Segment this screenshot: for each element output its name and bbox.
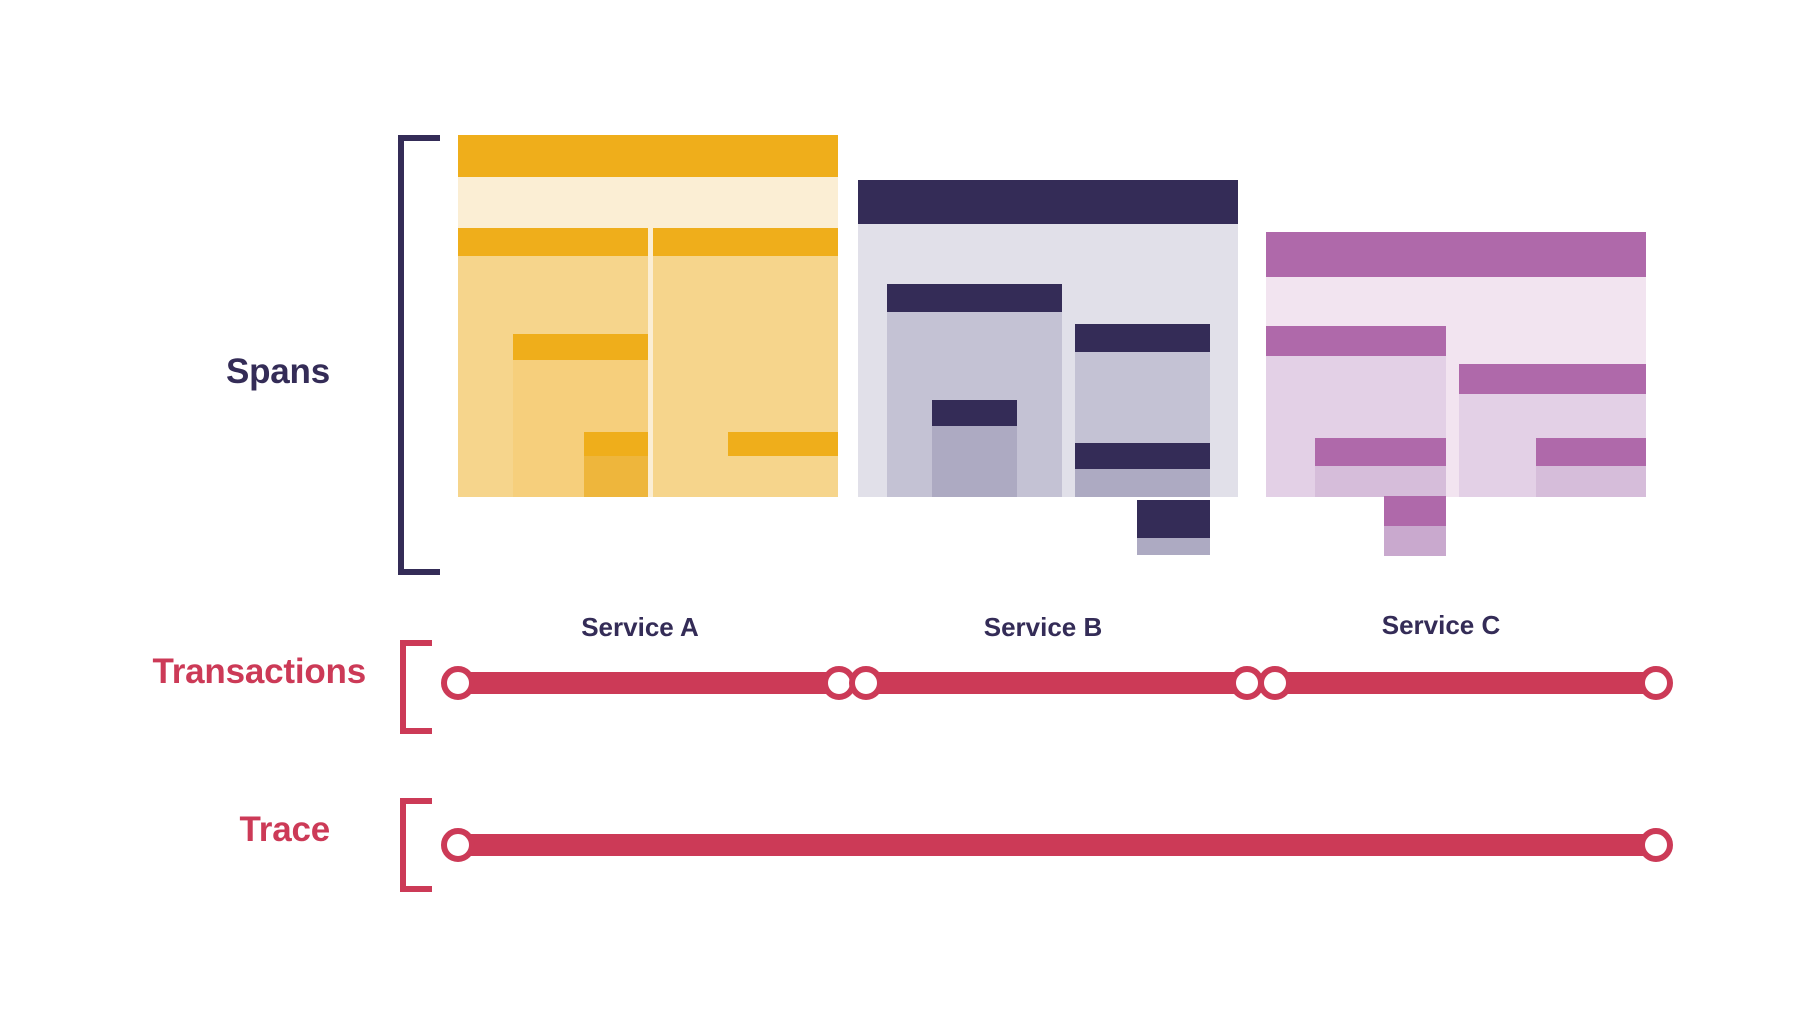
- service-label-service-a: Service A: [581, 612, 699, 642]
- span-head-a-gchild-2: [584, 432, 648, 456]
- span-head-b-gchild-3: [1137, 500, 1210, 538]
- trace-row-label: Trace: [239, 810, 331, 849]
- span-a-gchild-2[interactable]: [584, 432, 648, 497]
- trace-dot-1-end[interactable]: [1639, 828, 1673, 862]
- span-head-b-child-2: [1075, 324, 1210, 352]
- span-head-a-child-2: [653, 228, 838, 256]
- span-c-gchild-2[interactable]: [1384, 496, 1446, 556]
- service-label-service-c: Service C: [1381, 610, 1501, 640]
- span-c-gchild-3[interactable]: [1536, 438, 1646, 497]
- spans-bracket: [398, 135, 440, 575]
- transactions-row-label: Transactions: [152, 652, 366, 691]
- transactions-bracket: [400, 640, 432, 734]
- span-b-gchild-1[interactable]: [932, 400, 1017, 497]
- span-head-b-gchild-1: [932, 400, 1017, 426]
- span-head-a-child-1: [458, 228, 648, 256]
- trace-bracket: [400, 798, 432, 892]
- spans-row-label: Spans: [225, 352, 330, 391]
- span-head-b-root: [858, 180, 1238, 224]
- trace-dot-1-start[interactable]: [441, 828, 475, 862]
- transaction-dot-3-start[interactable]: [1258, 666, 1292, 700]
- span-b-gchild-2[interactable]: [1075, 443, 1210, 497]
- span-head-c-gchild-1: [1315, 438, 1446, 466]
- transaction-bar-2[interactable]: [866, 672, 1247, 694]
- span-head-a-gchild-3: [728, 432, 838, 456]
- transaction-bar-1[interactable]: [458, 672, 839, 694]
- span-head-c-child-2: [1459, 364, 1646, 394]
- span-head-a-gchild-1: [513, 334, 648, 360]
- span-c-gchild-1[interactable]: [1315, 438, 1446, 497]
- spans-waterfall: [458, 135, 1646, 556]
- trace-bar-1[interactable]: [458, 834, 1656, 856]
- transaction-dot-1-start[interactable]: [441, 666, 475, 700]
- transaction-dot-3-end[interactable]: [1639, 666, 1673, 700]
- span-head-c-root: [1266, 232, 1646, 277]
- span-a-gchild-3[interactable]: [728, 432, 838, 497]
- span-head-b-gchild-2: [1075, 443, 1210, 469]
- span-b-gchild-3[interactable]: [1137, 500, 1210, 555]
- span-head-a-root: [458, 135, 838, 177]
- span-head-b-child-1: [887, 284, 1062, 312]
- transaction-dot-2-start[interactable]: [849, 666, 883, 700]
- span-head-c-child-1: [1266, 326, 1446, 356]
- service-label-service-b: Service B: [983, 612, 1103, 642]
- span-b-child-1[interactable]: [887, 284, 1062, 497]
- span-head-c-gchild-2: [1384, 496, 1446, 526]
- transaction-bar-3[interactable]: [1275, 672, 1656, 694]
- span-head-c-gchild-3: [1536, 438, 1646, 466]
